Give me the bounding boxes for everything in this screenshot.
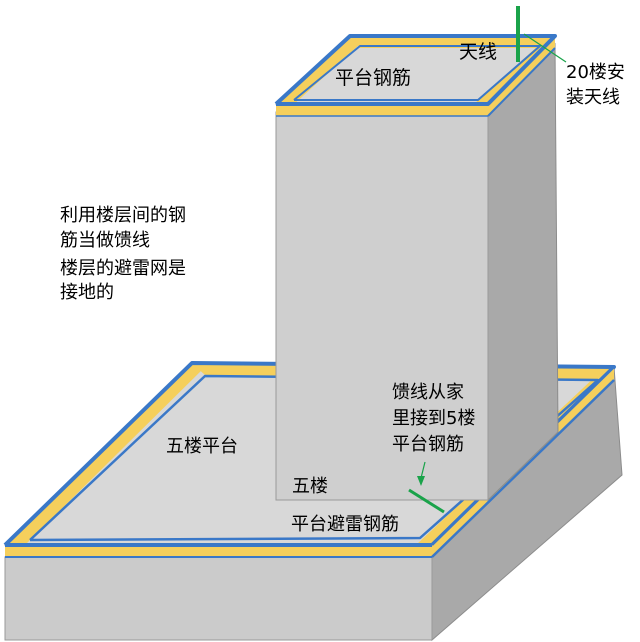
rebar-band-left [5,363,206,546]
roof-inner-edge [293,45,541,101]
fifth-floor-platform-label: 五楼平台 [166,436,238,457]
antenna-callout-line [523,33,567,63]
tower-side-face [487,42,559,502]
antenna-label: 天线 [459,41,497,63]
platform-lightning-rebar-label: 平台避雷钢筋 [291,514,399,535]
fifth-floor-label: 五楼 [292,476,328,497]
feed-callout-line [420,461,426,479]
left-note-line1: 利用楼层间的钢 [60,205,186,226]
left-note-line4: 接地的 [60,282,114,303]
rebar-side-edge-bottom [431,379,615,558]
roof-rebar-frame [274,34,557,117]
roof-outer-edge [274,34,557,106]
roof-band-side [488,36,555,116]
antenna-note-line2: 装天线 [566,87,620,108]
feed-note-line2: 里接到5楼 [392,408,475,429]
roof-band-front [276,104,488,116]
slab-front-face [4,556,433,641]
left-note-line3: 楼层的避雷网是 [60,258,186,279]
feed-note-line1: 馈线从家 [392,382,464,403]
feed-line-connection [408,488,445,514]
rebar-band-front [5,545,432,557]
antenna-note-line1: 20楼安 [566,62,625,83]
left-note-line2: 筋当做馈线 [60,230,150,251]
roof-rebar-label: 平台钢筋 [335,67,411,89]
roof-side-lower-edge [487,47,556,117]
rebar-inner-edge [29,374,600,542]
feed-note-line3: 平台钢筋 [392,434,464,455]
feed-callout-arrowhead [417,476,425,486]
roof-band-left [276,36,360,106]
